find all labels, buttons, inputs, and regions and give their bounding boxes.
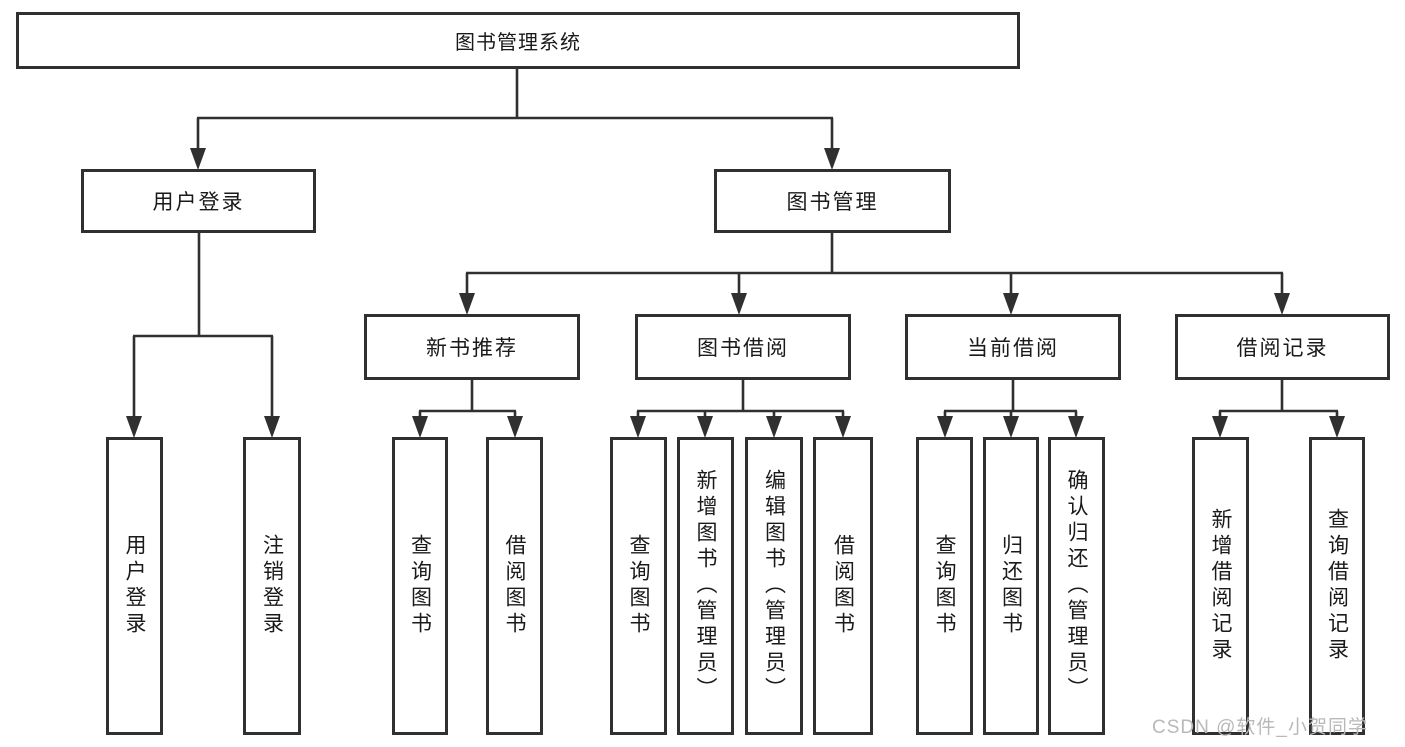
leaf-query-borrow-record: 查询借阅记录 <box>1309 437 1365 735</box>
leaf-borrow-book: 借阅图书 <box>813 437 873 735</box>
leaf-borrow-book-recommend: 借阅图书 <box>486 437 543 735</box>
leaf-edit-book-admin: 编辑图书（管理员） <box>745 437 803 735</box>
leaf-add-borrow-record: 新增借阅记录 <box>1192 437 1249 735</box>
leaf-return-book: 归还图书 <box>983 437 1039 735</box>
node-current-borrow: 当前借阅 <box>905 314 1121 380</box>
node-book-management: 图书管理 <box>714 169 951 233</box>
node-borrow-records: 借阅记录 <box>1175 314 1390 380</box>
node-book-borrow: 图书借阅 <box>635 314 851 380</box>
leaf-query-book-current: 查询图书 <box>916 437 973 735</box>
leaf-confirm-return-admin: 确认归还（管理员） <box>1048 437 1105 735</box>
leaf-query-book-borrow: 查询图书 <box>610 437 667 735</box>
leaf-logout: 注销登录 <box>243 437 301 735</box>
csdn-watermark: CSDN @软件_小贺同学 <box>1152 717 1368 738</box>
node-root-library-system: 图书管理系统 <box>16 12 1020 69</box>
node-new-book-recommend: 新书推荐 <box>364 314 580 380</box>
arrowhead-icons <box>126 148 1345 438</box>
leaf-add-book-admin: 新增图书（管理员） <box>677 437 734 735</box>
leaf-query-book-recommend: 查询图书 <box>392 437 448 735</box>
leaf-user-login: 用户登录 <box>106 437 163 735</box>
node-user-login: 用户登录 <box>81 169 316 233</box>
